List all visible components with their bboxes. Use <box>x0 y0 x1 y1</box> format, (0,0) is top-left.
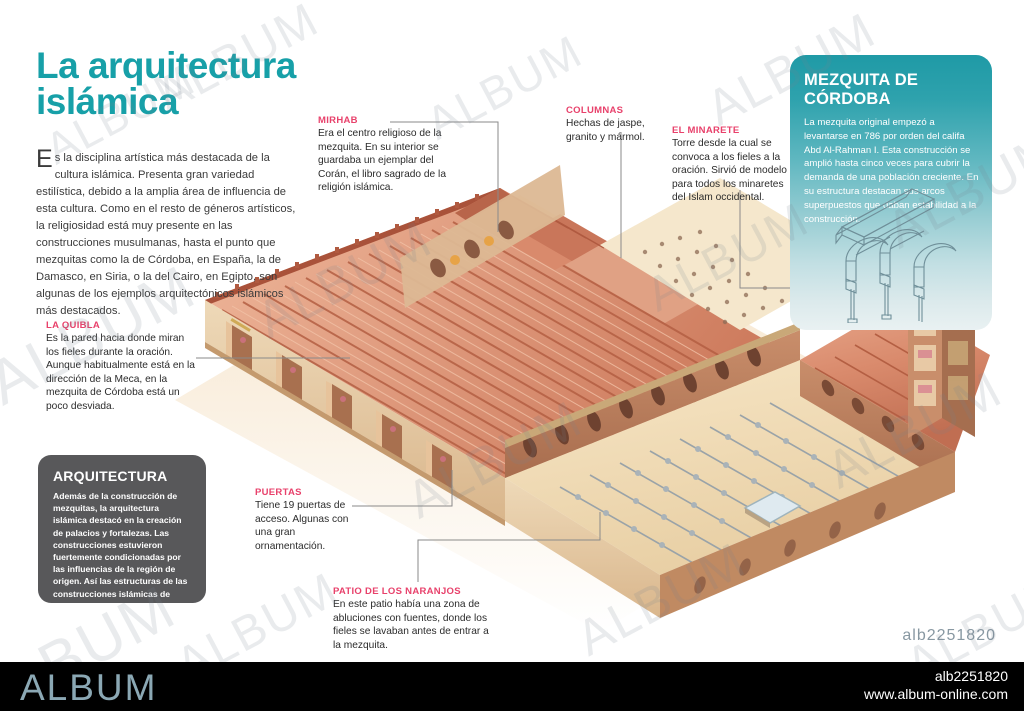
callout-mirhab-body: Era el centro religioso de la mezquita. … <box>318 128 446 194</box>
callout-mirhab-title: MIRHAB <box>318 115 358 126</box>
cordoba-panel-title: MEZQUITA DE CÓRDOBA <box>804 71 919 108</box>
intro-text: s la disciplina artística más destacada … <box>36 152 296 318</box>
south-wall <box>505 452 955 618</box>
footer-meta: alb2251820 www.album-online.com <box>864 668 1008 703</box>
callout-quibla: LA QUIBLA Es la pared hacia donde miran … <box>46 320 198 413</box>
image-code-watermark: alb2251820 <box>902 627 996 644</box>
mirhab-arches <box>400 165 565 308</box>
intro-dropcap: E <box>36 145 53 173</box>
arquitectura-info-panel: ARQUITECTURA Además de la construcción d… <box>38 455 206 635</box>
page-title-line2: islámica <box>36 81 179 123</box>
callout-patio-title: PATIO DE LOS NARANJOS <box>333 586 461 597</box>
callout-minarete-body: Torre desde la cual se convoca a los fie… <box>672 138 787 204</box>
footer-bar: ALBUM alb2251820 www.album-online.com <box>0 662 1024 711</box>
callout-columnas-body: Hechas de jaspe, granito y mármol. <box>566 118 645 143</box>
courtyard-arcade <box>505 322 800 478</box>
album-brand-logo: ALBUM <box>20 667 158 708</box>
callout-columnas-title: COLUMNAS <box>566 105 624 116</box>
ablution-fountain <box>743 491 802 528</box>
callout-puertas-title: PUERTAS <box>255 487 302 498</box>
callout-puertas: PUERTAS Tiene 19 puertas de acceso. Algu… <box>255 487 357 553</box>
mosque-illustration <box>175 121 990 632</box>
page-title: La arquitectura islámica <box>36 45 336 123</box>
callout-minarete-title: EL MINARETE <box>672 125 740 136</box>
footer-url[interactable]: www.album-online.com <box>864 685 1008 702</box>
callout-quibla-title: LA QUIBLA <box>46 320 101 331</box>
callout-mirhab: MIRHAB Era el centro religioso de la mez… <box>318 115 446 195</box>
callout-quibla-body: Es la pared hacia donde miran los fieles… <box>46 333 195 412</box>
callout-columnas: COLUMNAS Hechas de jaspe, granito y márm… <box>566 105 678 144</box>
callout-patio-body: En este patio había una zona de ablucion… <box>333 599 489 651</box>
callout-patio: PATIO DE LOS NARANJOS En este patio habí… <box>333 586 497 652</box>
cordoba-info-panel: MEZQUITA DE CÓRDOBA La mezquita original… <box>790 55 992 330</box>
page-title-line1: La arquitectura <box>36 45 296 86</box>
west-facade-wall <box>205 300 505 526</box>
callout-minarete: EL MINARETE Torre desde la cual se convo… <box>672 125 788 205</box>
superimposed-arches-diagram <box>835 188 957 323</box>
arquitectura-panel-body: Además de la construcción de mezquitas, … <box>53 491 189 636</box>
arquitectura-panel-title: ARQUITECTURA <box>53 468 168 484</box>
footer-image-code: alb2251820 <box>934 668 1008 684</box>
callout-puertas-body: Tiene 19 puertas de acceso. Algunas con … <box>255 500 349 552</box>
